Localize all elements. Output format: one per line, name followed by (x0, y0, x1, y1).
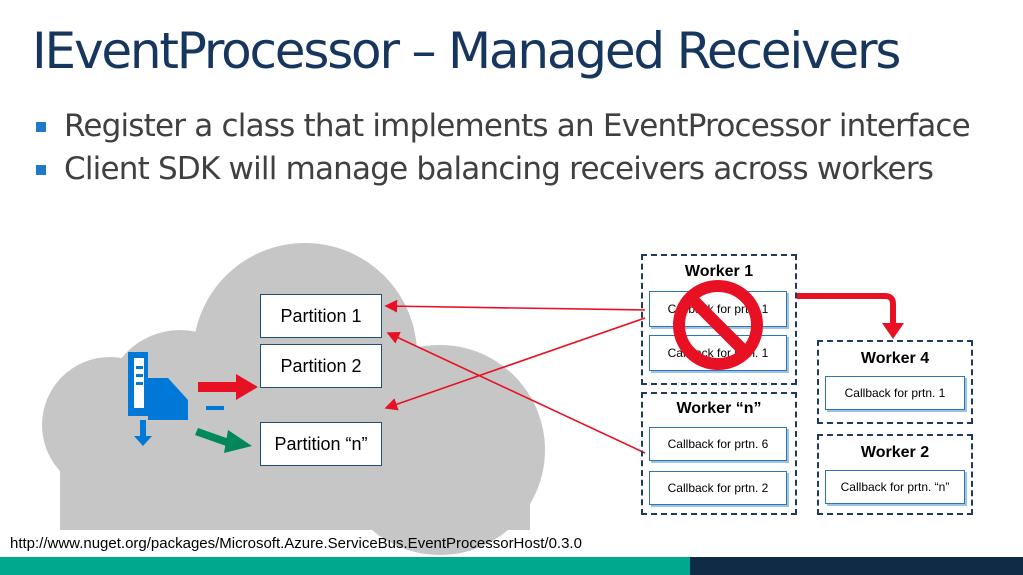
footer-url[interactable]: http://www.nuget.org/packages/Microsoft.… (10, 535, 582, 552)
worker-1-title: Worker 1 (684, 263, 754, 280)
bullet-list: Register a class that implements an Even… (36, 108, 986, 194)
worker-n-callback: Callback for prtn. 2 (649, 471, 787, 505)
bullet-text: Register a class that implements an Even… (64, 108, 971, 144)
rebalance-arrow (797, 293, 904, 339)
worker-2-group: Worker 2 Callback for prtn. “n” (817, 434, 973, 515)
cloud-icon (42, 243, 545, 555)
worker-2-callback: Callback for prtn. “n” (825, 470, 965, 504)
footer-bar-green (0, 557, 690, 575)
bullet-item: Register a class that implements an Even… (36, 108, 986, 145)
partition-1-box: Partition 1 (260, 294, 382, 338)
bullet-text: Client SDK will manage balancing receive… (64, 151, 934, 187)
worker-2-title: Worker 2 (860, 444, 930, 461)
worker-n-group: Worker “n” Callback for prtn. 6 Callback… (641, 392, 797, 515)
ingress-arrow-green (195, 428, 252, 453)
partition-2-box: Partition 2 (260, 344, 382, 388)
bullet-marker (36, 122, 46, 132)
event-hub-icon (128, 352, 224, 446)
worker-4-callback: Callback for prtn. 1 (825, 376, 965, 410)
worker-n-title: Worker “n” (676, 400, 762, 417)
connection-lines (384, 299, 646, 454)
bullet-marker (36, 165, 46, 175)
bullet-item: Client SDK will manage balancing receive… (36, 151, 986, 188)
page-title: IEventProcessor – Managed Receivers (32, 22, 901, 80)
partition-n-box: Partition “n” (260, 422, 382, 466)
worker-4-group: Worker 4 Callback for prtn. 1 (817, 340, 973, 424)
worker-n-callback: Callback for prtn. 6 (649, 427, 787, 461)
ingress-arrow-red (198, 374, 258, 400)
worker-4-title: Worker 4 (860, 350, 930, 367)
no-entry-icon (673, 280, 763, 370)
footer-bar-navy (690, 557, 1023, 575)
